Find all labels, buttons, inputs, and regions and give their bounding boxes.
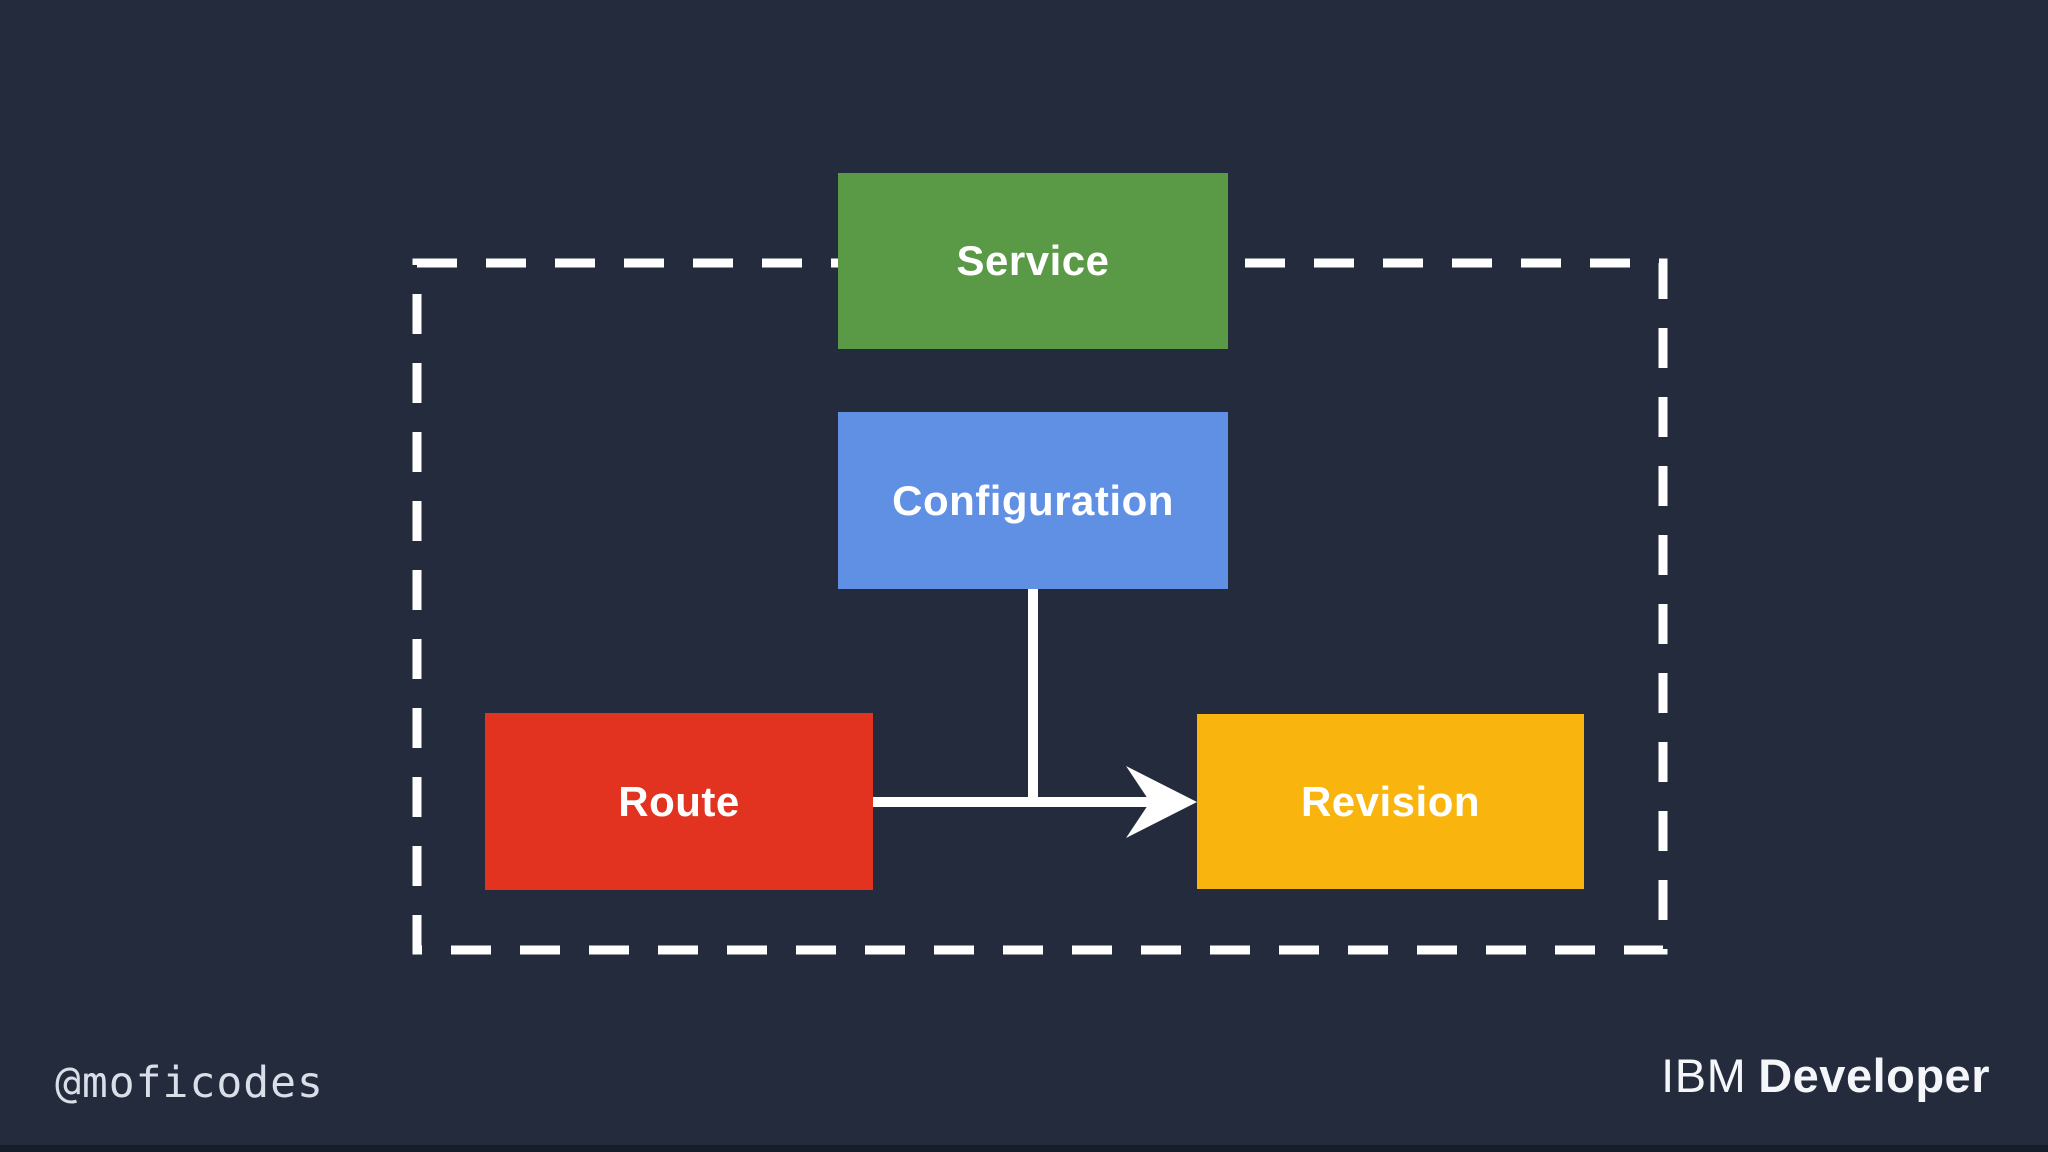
node-route: Route	[485, 713, 873, 890]
node-service-label: Service	[956, 237, 1110, 284]
node-route-label: Route	[618, 777, 740, 825]
author-handle: @moficodes	[55, 1058, 324, 1108]
node-revision: Revision	[1197, 714, 1584, 889]
node-revision-label: Revision	[1300, 777, 1481, 825]
brand-developer: Developer	[1758, 1049, 1990, 1102]
node-configuration-label: Configuration	[892, 476, 1174, 524]
arrowhead-icon	[1126, 766, 1197, 838]
brand-ibm: IBM	[1661, 1049, 1747, 1102]
node-service: Service	[838, 173, 1228, 349]
bottom-edge-strip	[0, 1145, 2048, 1152]
node-configuration: Configuration	[838, 412, 1228, 589]
